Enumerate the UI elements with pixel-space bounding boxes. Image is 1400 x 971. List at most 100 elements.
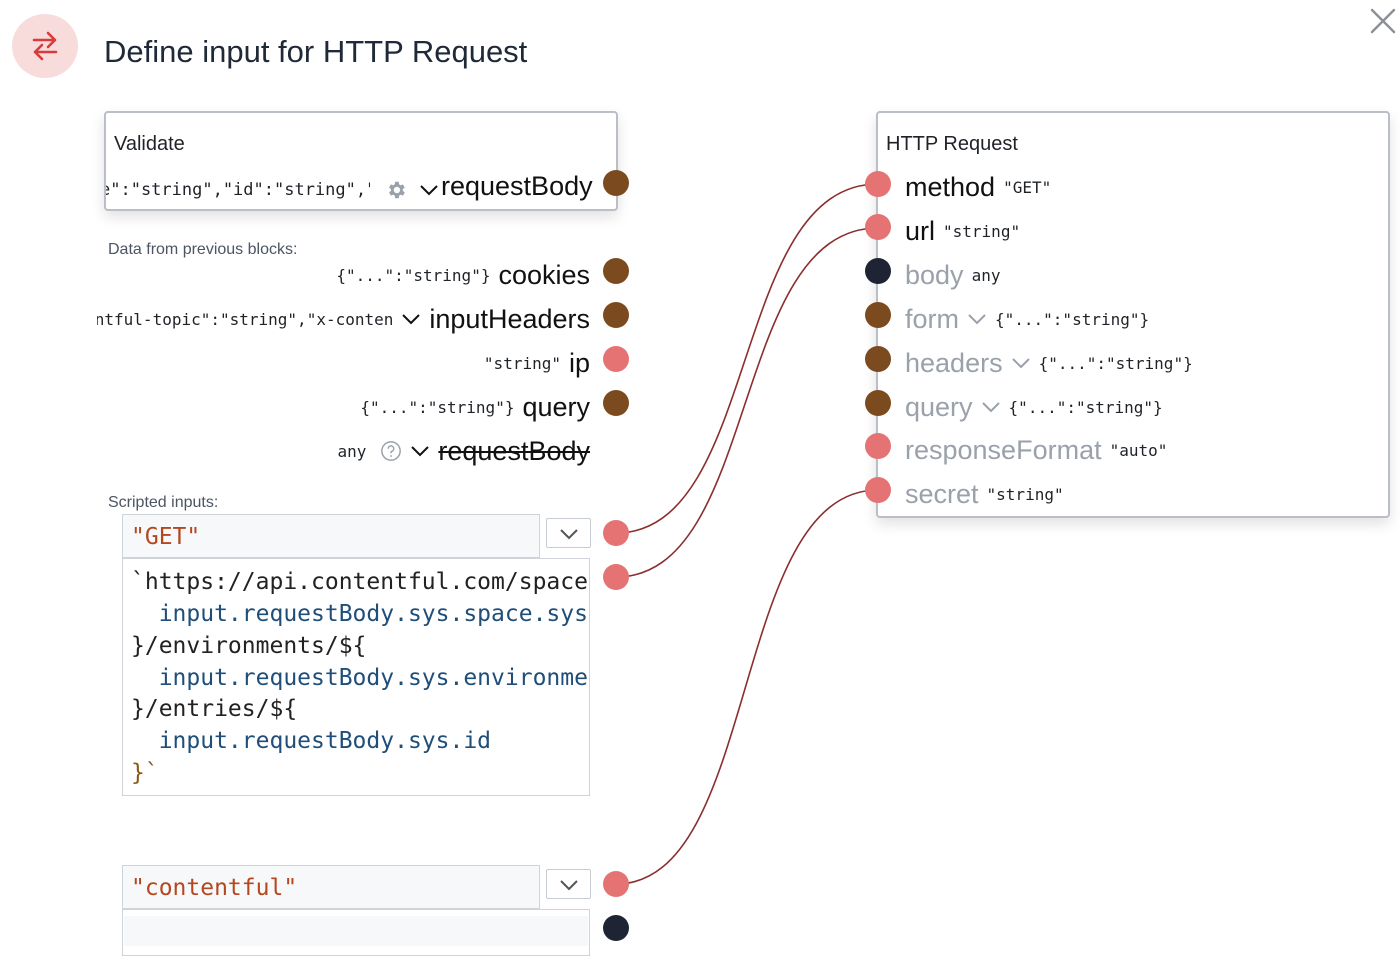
- type-label: {"...":"string"}: [995, 309, 1150, 329]
- type-label: any: [337, 441, 367, 461]
- type-label: "GET": [1003, 177, 1052, 197]
- code-text: input.requestBody.sys.environmer: [131, 665, 590, 691]
- swap-arrows-icon: [12, 14, 78, 78]
- port-ip[interactable]: [603, 346, 629, 372]
- type-label: {"...":"string"}: [336, 265, 491, 285]
- field-name: secret: [905, 478, 979, 509]
- list-item-requestbody: any requestBody: [337, 431, 590, 471]
- port-query[interactable]: [603, 390, 629, 416]
- port-cookies[interactable]: [603, 258, 629, 284]
- script-dropdown-button[interactable]: [546, 518, 591, 548]
- code-text: }/entries/${: [131, 696, 298, 722]
- code-text: }/environments/${: [131, 633, 367, 659]
- field-name: query: [905, 391, 973, 422]
- validate-value-preview: e":"string","id":"string","s: [104, 180, 370, 200]
- list-item-inputheaders: ntful-topic":"string","x-conten inputHea…: [97, 299, 590, 339]
- port-http-body[interactable]: [865, 258, 891, 284]
- port-http-method[interactable]: [865, 171, 891, 197]
- field-name: cookies: [498, 259, 590, 290]
- port-http-responseformat[interactable]: [865, 433, 891, 459]
- code-line: input.requestBody.sys.space.sys.: [131, 599, 590, 631]
- chevron-down-icon[interactable]: [410, 443, 430, 459]
- field-name: body: [905, 259, 964, 290]
- scripted-inputs-label: Scripted inputs:: [108, 494, 219, 511]
- chevron-down-icon[interactable]: [419, 182, 439, 198]
- script-value: "GET": [131, 524, 201, 550]
- http-block-title: HTTP Request: [886, 133, 1018, 155]
- script-input-secret-header[interactable]: "contentful": [122, 865, 540, 909]
- port-script-method[interactable]: [603, 520, 629, 546]
- type-label: {"...":"string"}: [360, 397, 515, 417]
- http-input-query: query {"...":"string"}: [905, 387, 1163, 427]
- port-http-secret[interactable]: [865, 477, 891, 503]
- code-line: }/entries/${: [131, 694, 297, 726]
- http-input-form: form {"...":"string"}: [905, 299, 1149, 339]
- type-label: ntful-topic":"string","x-conten: [97, 310, 393, 329]
- port-script-extra[interactable]: [603, 915, 629, 941]
- code-text: `https://api.contentful.com/spaces: [131, 569, 590, 595]
- field-name: headers: [905, 347, 1003, 378]
- http-input-method: method "GET": [905, 167, 1051, 207]
- code-line: }/environments/${: [131, 631, 366, 663]
- close-icon[interactable]: [1368, 4, 1400, 40]
- chevron-down-icon[interactable]: [981, 399, 1001, 415]
- port-script-url[interactable]: [603, 564, 629, 590]
- page-title: Define input for HTTP Request: [104, 34, 528, 69]
- code-text: }`: [131, 760, 159, 786]
- list-item-ip: "string" ip: [484, 343, 590, 383]
- port-http-headers[interactable]: [865, 346, 891, 372]
- script-editor-url[interactable]: `https://api.contentful.com/spaces input…: [122, 558, 590, 796]
- code-line: }`: [131, 758, 159, 790]
- http-request-block[interactable]: HTTP Request: [876, 111, 1390, 518]
- type-label: {"...":"string"}: [1008, 397, 1163, 417]
- list-item-cookies: {"...":"string"} cookies: [336, 255, 590, 295]
- field-name: url: [905, 215, 936, 246]
- validate-output-name: requestBody: [441, 171, 593, 201]
- field-name: inputHeaders: [429, 303, 590, 334]
- field-name: responseFormat: [905, 434, 1102, 465]
- port-http-query[interactable]: [865, 390, 891, 416]
- validate-block[interactable]: Validate e":"string","id":"string","s re…: [104, 111, 618, 211]
- http-input-headers: headers {"...":"string"}: [905, 343, 1193, 383]
- script-value: "contentful": [131, 875, 298, 901]
- chevron-down-icon[interactable]: [401, 311, 421, 327]
- field-name: method: [905, 171, 996, 202]
- chevron-down-icon: [560, 880, 578, 891]
- chevron-down-icon[interactable]: [967, 311, 987, 327]
- script-input-method-header[interactable]: "GET": [122, 514, 540, 558]
- code-text: input.requestBody.sys.space.sys.: [131, 601, 590, 627]
- http-input-url: url "string": [905, 211, 1020, 251]
- field-name: form: [905, 303, 959, 334]
- code-line-empty: [124, 916, 588, 946]
- help-icon[interactable]: [380, 440, 402, 462]
- validate-output-row: e":"string","id":"string","s requestBody: [104, 171, 616, 209]
- type-label-text: ntful-topic":"string","x-conten: [97, 309, 394, 329]
- list-item-query: {"...":"string"} query: [360, 387, 590, 427]
- type-label: "auto": [1109, 440, 1168, 460]
- port-http-form[interactable]: [865, 302, 891, 328]
- code-text: input.requestBody.sys.id: [131, 728, 492, 754]
- field-name: query: [522, 391, 590, 422]
- wire-url: [615, 227, 879, 578]
- http-input-body: body any: [905, 255, 1000, 295]
- chevron-down-icon[interactable]: [1011, 355, 1031, 371]
- code-line: input.requestBody.sys.environmer: [131, 663, 590, 695]
- port-http-url[interactable]: [865, 214, 891, 240]
- http-input-responseformat: responseFormat "auto": [905, 430, 1167, 470]
- chevron-down-icon: [560, 529, 578, 540]
- port-script-secret[interactable]: [603, 871, 629, 897]
- code-line: `https://api.contentful.com/spaces: [131, 567, 590, 599]
- field-name: ip: [568, 347, 590, 378]
- type-label: "string": [483, 353, 561, 373]
- gear-icon[interactable]: [385, 179, 407, 201]
- script-dropdown-button[interactable]: [546, 869, 591, 899]
- type-label: "string": [986, 484, 1064, 504]
- port-validate-requestbody[interactable]: [603, 170, 629, 196]
- type-label: any: [971, 265, 1001, 285]
- wire-secret: [615, 489, 879, 885]
- type-label: {"...":"string"}: [1038, 353, 1193, 373]
- code-line: input.requestBody.sys.id: [131, 726, 491, 758]
- port-inputheaders[interactable]: [603, 302, 629, 328]
- script-editor-empty[interactable]: [122, 909, 590, 956]
